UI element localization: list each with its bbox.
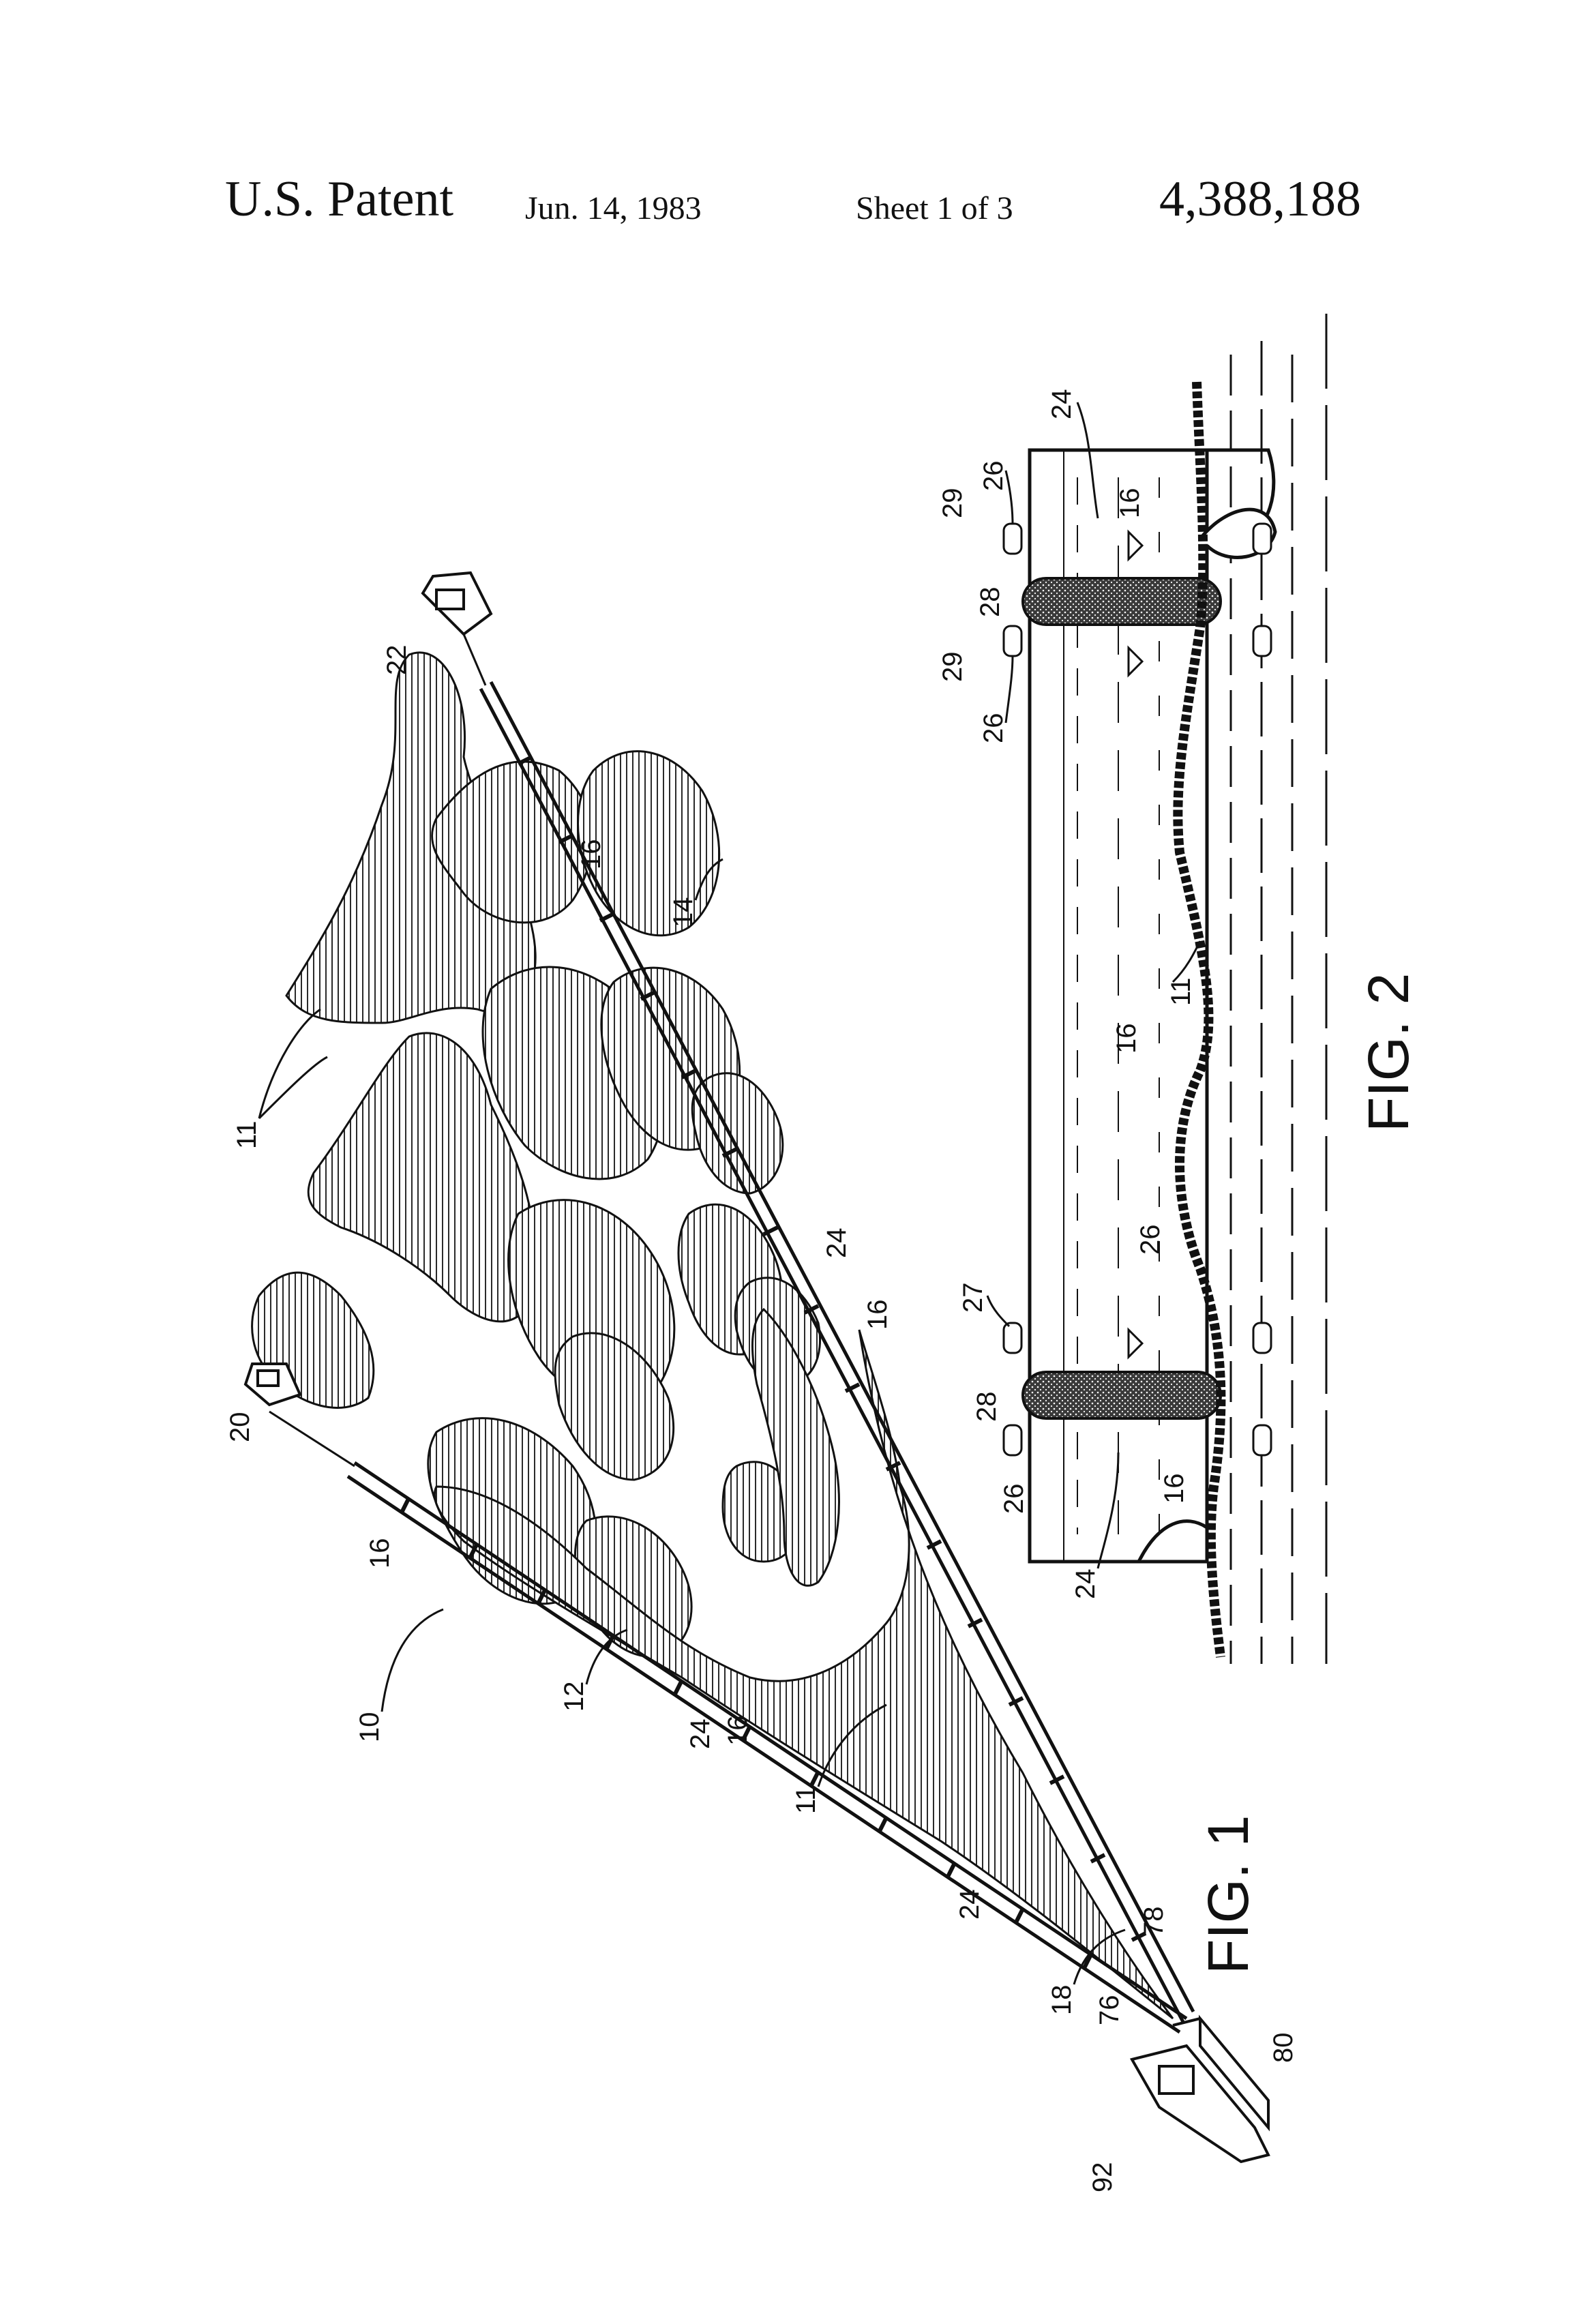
ref-26-c: 26 [1135, 1225, 1165, 1255]
ref-22: 22 [382, 645, 412, 676]
fig2-drawing [1004, 314, 1326, 1664]
ref-14: 14 [668, 897, 698, 928]
tow-line-right [464, 634, 486, 685]
ref-16-a: 16 [365, 1538, 395, 1569]
ref-24-fig2a: 24 [1047, 389, 1077, 420]
tow-line-left [269, 1412, 355, 1466]
ref-92: 92 [1088, 2162, 1118, 2193]
ref-29-a: 29 [938, 488, 968, 519]
boat-22 [423, 573, 491, 634]
ref-24-c: 24 [955, 1890, 985, 1920]
collection-vessel-92 [1132, 2018, 1268, 2162]
ref-28-b: 28 [972, 1392, 1002, 1422]
ref-26-a: 26 [979, 461, 1009, 492]
ref-16-fig2a: 16 [1115, 488, 1145, 519]
ref-11-fig1a: 11 [232, 1120, 262, 1149]
ref-16-b: 16 [723, 1716, 753, 1746]
ref-26-d: 26 [999, 1484, 1029, 1515]
ref-16-fig2c: 16 [1159, 1474, 1189, 1504]
ref-24-b: 24 [822, 1228, 852, 1259]
ref-10: 10 [355, 1712, 385, 1743]
ref-12: 12 [559, 1682, 589, 1712]
fig1-caption: FIG. 1 [1196, 1815, 1260, 1974]
ref-18: 18 [1047, 1985, 1077, 2016]
ref-24-a: 24 [685, 1719, 715, 1750]
ref-11-fig1b: 11 [791, 1785, 821, 1814]
ref-78: 78 [1139, 1907, 1169, 1937]
ref-20: 20 [225, 1412, 255, 1443]
ref-16-d: 16 [863, 1300, 893, 1330]
ref-76: 76 [1094, 1995, 1124, 2026]
fig2-caption: FIG. 2 [1356, 973, 1420, 1132]
ref-28-a: 28 [975, 587, 1005, 618]
ref-26-b: 26 [979, 713, 1009, 744]
ref-24-fig2b: 24 [1071, 1569, 1101, 1600]
ref-11-fig2: 11 [1166, 977, 1196, 1006]
float-band-upper [1023, 578, 1221, 625]
ref-27: 27 [958, 1283, 988, 1313]
ref-16-fig2b: 16 [1111, 1024, 1141, 1054]
ref-16-c: 16 [576, 839, 606, 870]
ref-29-b: 29 [938, 652, 968, 683]
float-band-lower [1023, 1372, 1221, 1418]
ref-80: 80 [1268, 2033, 1298, 2064]
